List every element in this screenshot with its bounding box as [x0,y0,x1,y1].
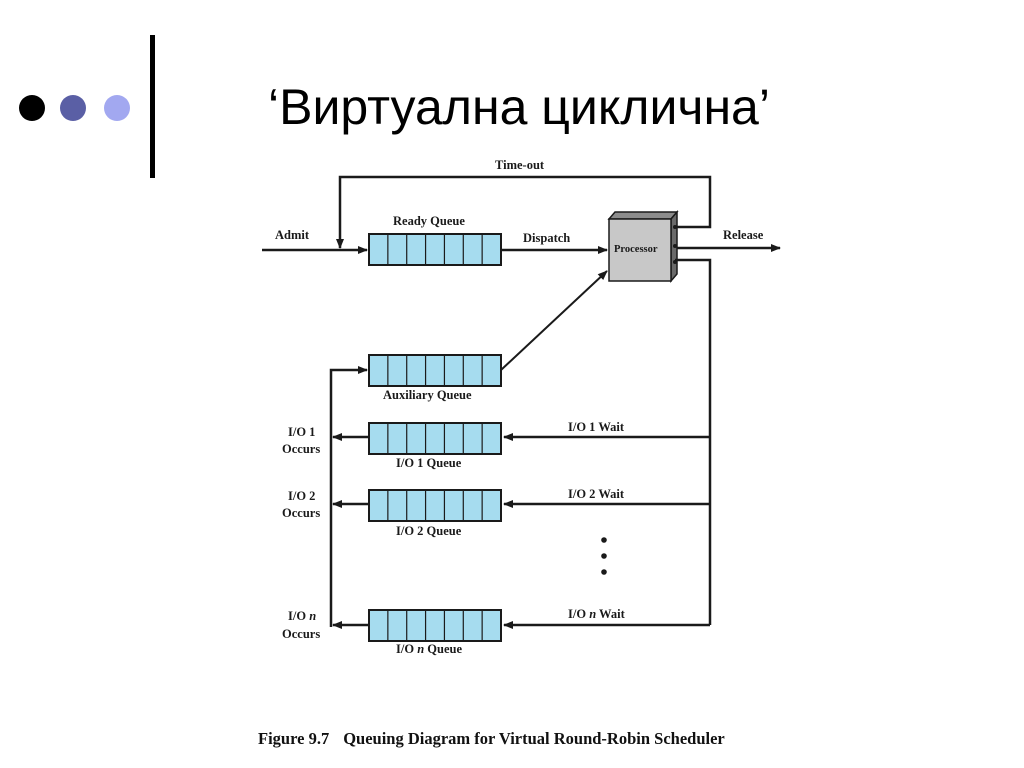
io2-occurs-label-1: I/O 2 [288,489,315,503]
ion-occurs-label-2: Occurs [282,627,320,641]
aux-to-processor-arrow [500,270,608,371]
io2-wait-label: I/O 2 Wait [568,487,625,501]
processor-box [607,209,679,284]
io1-wait-label: I/O 1 Wait [568,420,625,434]
timeout-line [336,175,712,249]
io1-queue-label: I/O 1 Queue [396,456,462,470]
figure-caption: Figure 9.7 Queuing Diagram for Virtual Ro… [258,729,725,749]
ion-queue [368,609,502,642]
ready-queue [368,233,502,266]
io2-queue-label: I/O 2 Queue [396,524,462,538]
bullet-dot-2 [60,95,86,121]
ion-queue-label: I/O n Queue [396,642,462,656]
io2-queue [368,489,502,522]
ellipsis-dot-1 [601,537,607,543]
slide-title: ‘Виртуална циклична’ [268,79,770,135]
auxiliary-queue-label: Auxiliary Queue [383,388,472,402]
dispatch-label: Dispatch [523,231,570,245]
ion-wait-label: I/O n Wait [568,607,626,621]
ion-occurs-label-1: I/O n [288,609,316,623]
release-label: Release [723,228,764,242]
title-divider [150,35,155,178]
timeout-label: Time-out [495,158,545,172]
io-return-line [329,366,368,627]
io2-occurs-label-2: Occurs [282,506,320,520]
ready-queue-label: Ready Queue [393,214,465,228]
io1-occurs-label-2: Occurs [282,442,320,456]
bullet-dot-3 [104,95,130,121]
ellipsis-dot-2 [601,553,607,559]
figure-caption-text: Queuing Diagram for Virtual Round-Robin … [343,729,725,748]
io1-occurs-label-1: I/O 1 [288,425,315,439]
admit-label: Admit [275,228,310,242]
processor-label: Processor [614,244,658,255]
io1-queue [368,422,502,455]
bullet-dot-1 [19,95,45,121]
figure-number: Figure 9.7 [258,729,330,748]
io-wait-bus [675,258,712,625]
auxiliary-queue [368,354,502,387]
ellipsis-dot-3 [601,569,607,575]
